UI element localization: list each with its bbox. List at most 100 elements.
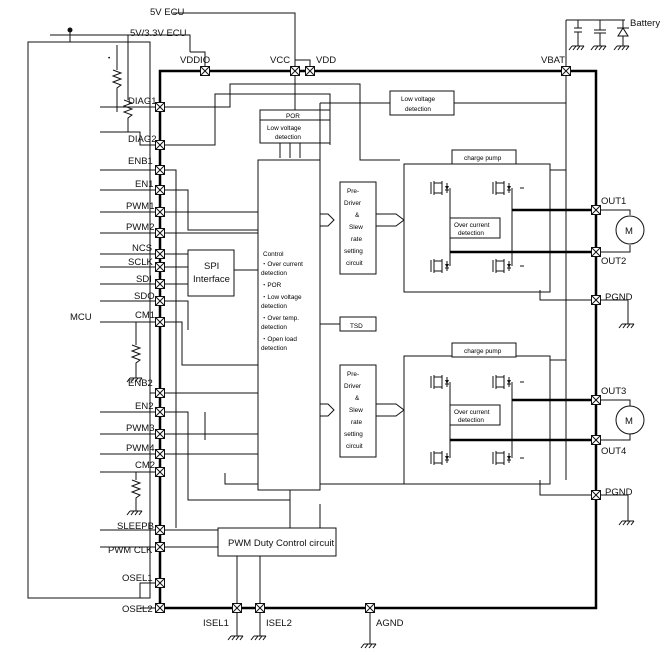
svg-text:setting: setting — [344, 431, 363, 438]
label-ncs: NCS — [132, 243, 152, 254]
por-sub-line1: Low voltage — [267, 125, 302, 132]
svg-text:rate: rate — [351, 419, 362, 426]
control-items: ・Over current detection ・POR ・Low voltag… — [261, 261, 303, 352]
label-sclk: SCLK — [128, 257, 153, 268]
oc-2-line2: detection — [458, 417, 484, 424]
pwm-duty-label: PWM Duty Control circuit — [228, 538, 334, 549]
pin-isel1 — [232, 603, 242, 613]
lvd-line2: detection — [405, 106, 431, 113]
motor-1-label: M — [625, 226, 633, 237]
por-sub-line2: detection — [275, 134, 301, 141]
oc-2-line1: Over current — [454, 409, 490, 416]
svg-text:Slew: Slew — [349, 224, 363, 231]
label-osel1: OSEL1 — [122, 573, 153, 584]
pin-out1 — [591, 205, 601, 215]
svg-text:・Over current: ・Over current — [261, 261, 303, 268]
charge-pump-2 — [451, 342, 517, 358]
svg-text:・Low voltage: ・Low voltage — [261, 294, 302, 301]
svg-text:Driver: Driver — [344, 383, 362, 390]
por-title: POR — [286, 113, 300, 120]
svg-text:&: & — [355, 212, 360, 219]
pin-isel2 — [255, 603, 265, 613]
charge-pump-2-label: charge pump — [464, 348, 502, 355]
label-cm1: CM1 — [135, 310, 155, 321]
svg-text:detection: detection — [261, 345, 287, 352]
label-vdd: VDD — [316, 55, 336, 66]
label-osel2: OSEL2 — [122, 604, 153, 615]
label-diag2: DIAG2 — [128, 134, 157, 145]
label-pgnd-2: PGND — [605, 487, 633, 498]
pin-out2 — [591, 247, 601, 257]
svg-text:Pre-: Pre- — [347, 371, 359, 378]
label-agnd: AGND — [376, 618, 404, 629]
predriver-2 — [339, 364, 377, 458]
ic-outline — [158, 69, 598, 610]
svg-text:setting: setting — [344, 248, 363, 255]
label-vcc: VCC — [270, 55, 290, 66]
label-out3: OUT3 — [601, 386, 626, 397]
svg-text:detection: detection — [261, 303, 287, 310]
svg-text:detection: detection — [261, 324, 287, 331]
label-en2: EN2 — [135, 401, 153, 412]
control-block — [257, 159, 321, 491]
spi-line2: Interface — [193, 274, 230, 285]
svg-text:Slew: Slew — [349, 407, 363, 414]
svg-text:・Over temp.: ・Over temp. — [261, 315, 299, 322]
label-sdo: SDO — [134, 291, 155, 302]
svg-text:&: & — [355, 395, 360, 402]
label-isel1: ISEL1 — [203, 618, 229, 629]
label-en1: EN1 — [135, 179, 153, 190]
tsd-label: TSD — [350, 323, 363, 330]
mcu-block — [27, 41, 151, 599]
label-sdi: SDI — [136, 274, 152, 285]
label-cm2: CM2 — [135, 460, 155, 471]
pin-out3 — [591, 395, 601, 405]
label-out2: OUT2 — [601, 256, 626, 267]
oc-1-line2: detection — [458, 230, 484, 237]
pin-vddio — [200, 66, 210, 76]
predriver-1-text: Pre- Driver & Slew rate setting circuit — [344, 188, 363, 267]
label-out1: OUT1 — [601, 196, 626, 207]
por-block — [259, 109, 331, 144]
lvd-line1: Low voltage — [401, 96, 436, 103]
pin-vdd — [305, 66, 315, 76]
label-pwm4: PWM4 — [126, 443, 155, 454]
label-pgnd-1: PGND — [605, 292, 633, 303]
motor-2-label: M — [625, 416, 633, 427]
label-vddio: VDDIO — [180, 55, 210, 66]
label-enb1: ENB1 — [128, 156, 153, 167]
label-pwm2: PWM2 — [126, 222, 155, 233]
svg-text:•: • — [108, 55, 110, 62]
charge-pump-1-label: charge pump — [464, 155, 502, 162]
spi-line1: SPI — [204, 261, 219, 272]
label-pwm-clk: PWM CLK — [108, 545, 153, 556]
label-5v-ecu: 5V ECU — [150, 7, 184, 18]
svg-text:Driver: Driver — [344, 200, 362, 207]
pin-vbat — [561, 66, 571, 76]
motor-1 — [615, 215, 645, 245]
charge-pump-1 — [451, 149, 517, 165]
left-pin-wires — [100, 106, 155, 609]
label-pwm3: PWM3 — [126, 423, 155, 434]
label-vbat: VBAT — [541, 55, 565, 66]
predriver-1 — [339, 181, 377, 275]
svg-text:Pre-: Pre- — [347, 188, 359, 195]
predriver-2-text: Pre- Driver & Slew rate setting circuit — [344, 371, 363, 450]
label-diag1: DIAG1 — [128, 96, 157, 107]
pin-out4 — [591, 435, 601, 445]
spi-block — [187, 249, 235, 297]
pin-vcc — [290, 66, 300, 76]
label-sleepb: SLEEPB — [117, 521, 154, 532]
svg-text:circuit: circuit — [346, 443, 363, 450]
svg-text:・Open load: ・Open load — [261, 336, 297, 343]
label-enb2: ENB2 — [128, 378, 153, 389]
label-5v33v-ecu: 5V/3.3V ECU — [130, 28, 187, 39]
oc-1-line1: Over current — [454, 222, 490, 229]
label-pwm1: PWM1 — [126, 201, 155, 212]
pin-agnd — [365, 603, 375, 613]
label-isel2: ISEL2 — [266, 618, 292, 629]
pin-pgnd-2 — [591, 490, 601, 500]
label-battery: Battery — [630, 18, 660, 29]
mcu-label: MCU — [70, 312, 92, 323]
